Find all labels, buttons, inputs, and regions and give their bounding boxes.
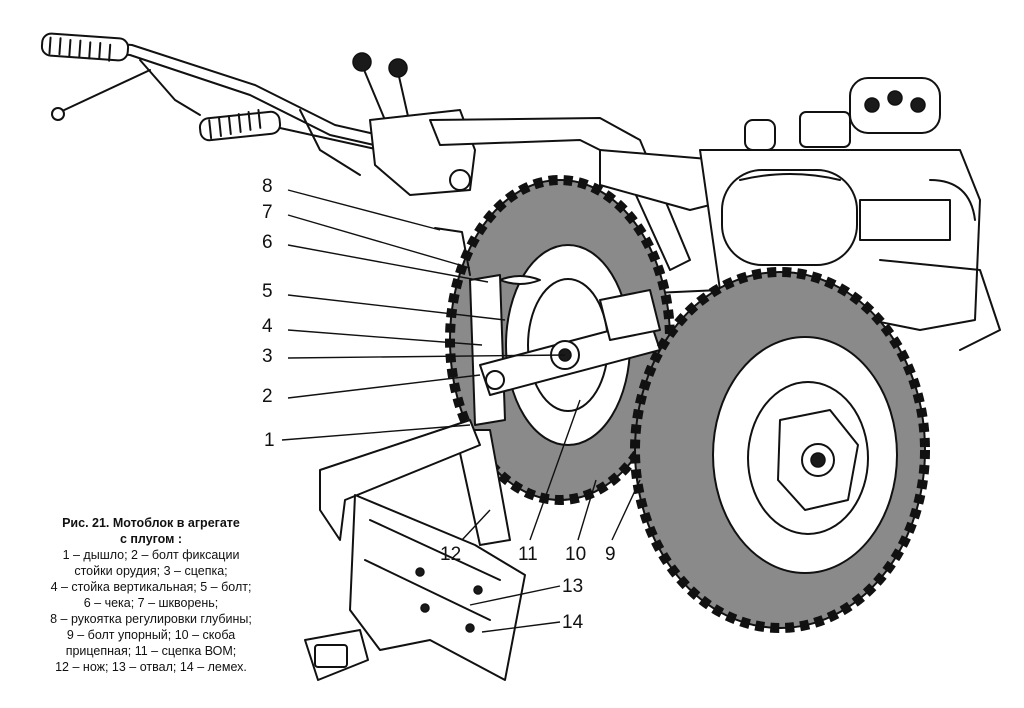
fuel-tank (721, 169, 858, 266)
callout-10: 10 (565, 544, 586, 565)
callout-8: 8 (262, 176, 273, 197)
callout-9: 9 (605, 544, 616, 565)
callout-14: 14 (562, 612, 584, 633)
hitch-assembly (434, 227, 661, 426)
leader-lines (281, 189, 641, 633)
callout-6: 6 (262, 232, 273, 253)
plough (304, 419, 526, 681)
mouldboard (349, 494, 526, 681)
caption-line: 4 – стойка вертикальная; 5 – болт; (50, 580, 252, 594)
figure-caption: Рис. 21. Мотоблок в агрегате с плугом : … (6, 515, 296, 675)
hitch-bolt (485, 370, 505, 390)
callout-2: 2 (262, 386, 273, 407)
caption-line: 9 – болт упорный; 10 – скоба (66, 628, 236, 642)
callout-1: 1 (264, 430, 275, 451)
caption-title: Рис. 21. Мотоблок в агрегате с плугом : (6, 515, 296, 547)
caption-line: стойки орудия; 3 – сцепка; (74, 564, 228, 578)
caption-line: 6 – чека; 7 – шкворень; (83, 596, 219, 610)
callout-3: 3 (262, 346, 273, 367)
callout-7: 7 (262, 202, 273, 223)
right-wheel (630, 267, 930, 633)
plough-knife (319, 419, 481, 541)
callout-5: 5 (262, 281, 273, 302)
caption-line: 1 – дышло; 2 – болт фиксации (62, 548, 240, 562)
caption-line: 8 – рукоятка регулировки глубины; (50, 612, 252, 626)
callout-11: 11 (518, 544, 538, 565)
caption-line: прицепная; 11 – сцепка ВОМ; (65, 644, 237, 658)
callout-numbers: 8 7 6 5 4 3 2 1 12 11 10 9 13 14 (262, 176, 616, 633)
left-grip (40, 32, 130, 62)
caption-title-line1: Рис. 21. Мотоблок в агрегате (62, 516, 240, 530)
caption-title-line2: с плугом : (119, 532, 183, 546)
callout-12: 12 (440, 544, 461, 565)
callout-13: 13 (562, 576, 583, 597)
caption-line: 12 – нож; 13 – отвал; 14 – лемех. (55, 660, 247, 674)
callout-4: 4 (262, 316, 273, 337)
